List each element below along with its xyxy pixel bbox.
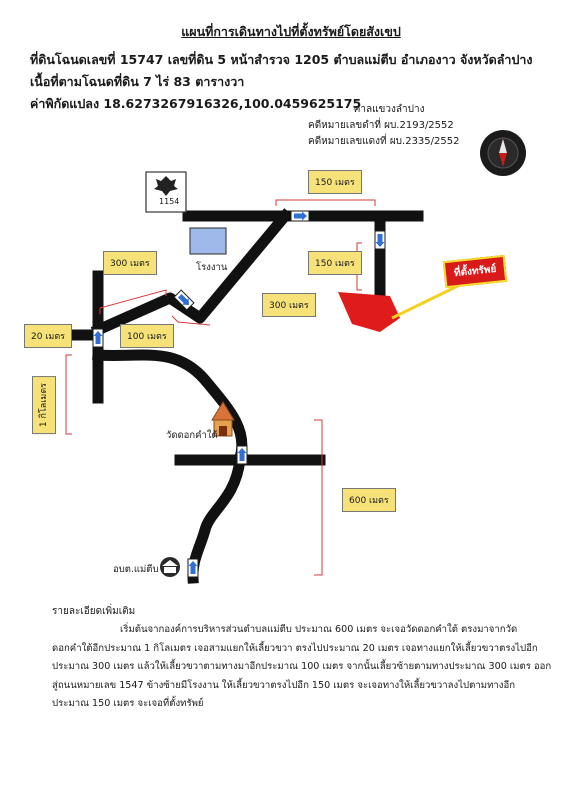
- arrow-up-start-icon: [187, 558, 199, 578]
- red-case-number: คดีหมายเลขแดงที่ ผบ.2335/2552: [308, 136, 460, 147]
- route-number: 1154: [159, 197, 180, 206]
- label-1km: 1 กิโลเมตร: [32, 376, 56, 435]
- arrow-up-icon: [92, 328, 104, 348]
- bracket-150-top: [275, 199, 376, 206]
- details-heading: รายละเอียดเพิ่มเติม: [52, 606, 136, 617]
- property-parcel-icon: [338, 292, 400, 332]
- label-150m-right: 150 เมตร: [308, 251, 362, 275]
- office-icon: [160, 557, 180, 577]
- arrow-right-icon: [290, 210, 310, 222]
- bracket-1km: [65, 354, 72, 435]
- temple-label: วัดดอกคำใต้: [166, 430, 218, 441]
- temple-icon: [211, 401, 235, 437]
- factory-label: โรงงาน: [196, 262, 228, 273]
- label-300m-lower: 300 เมตร: [262, 293, 316, 317]
- label-150m-top: 150 เมตร: [308, 170, 362, 194]
- land-area: เนื้อที่ตามโฉนดที่ดิน 7 ไร่ 83 ตารางวา: [30, 74, 245, 89]
- arrow-up-temple-icon: [236, 445, 248, 465]
- road-from-office: [187, 453, 247, 584]
- details-body: เริ่มต้นจากองค์การบริหารส่วนตำบลแม่ตีบ ป…: [52, 624, 552, 709]
- black-case-number: คดีหมายเลขดำที่ ผบ.2193/2552: [308, 120, 454, 131]
- bracket-300-upper: [99, 289, 167, 314]
- label-300m-upper: 300 เมตร: [103, 251, 157, 275]
- label-100m: 100 เมตร: [120, 324, 174, 348]
- label-600m: 600 เมตร: [342, 488, 396, 512]
- office-label: อบต.แม่ตีบ: [113, 564, 159, 575]
- bracket-300-lower: [171, 315, 211, 326]
- road-to-temple: [92, 349, 248, 465]
- bracket-600: [314, 419, 323, 576]
- arrow-down-icon: [374, 230, 386, 250]
- court-name: ศาลแขวงลำปาง: [354, 104, 425, 115]
- coordinates: ค่าพิกัดแปลง 18.6273267916326,100.045962…: [30, 96, 362, 111]
- compass-icon: [480, 130, 526, 176]
- garuda-emblem-icon: [154, 176, 178, 196]
- map-title: แผนที่การเดินทางไปที่ตั้งทรัพย์โดยสังเขป: [181, 24, 401, 39]
- label-20m: 20 เมตร: [24, 324, 73, 348]
- factory-icon: [189, 227, 227, 255]
- deed-info: ที่ดินโฉนดเลขที่ 15747 เลขที่ดิน 5 หน้าส…: [30, 52, 533, 67]
